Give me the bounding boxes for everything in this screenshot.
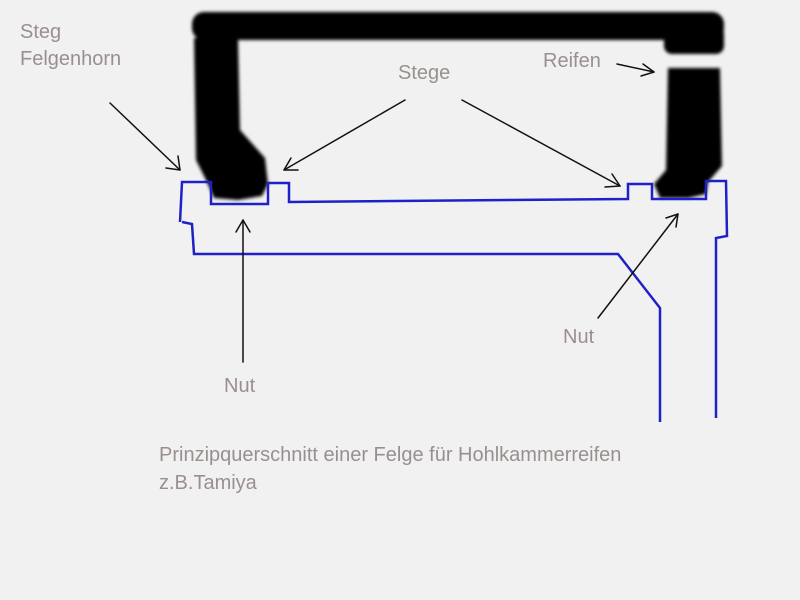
tire-left-wall [194, 38, 268, 200]
label-nut-right: Nut [563, 326, 595, 348]
arrow-stege-left [283, 99, 406, 171]
label-nut-left: Nut [224, 375, 256, 397]
caption-line-2: z.B.Tamiya [159, 472, 257, 494]
rim-upper-profile [178, 179, 729, 418]
label-stege: Stege [398, 62, 451, 84]
arrow-reifen [616, 63, 655, 77]
rim-lower-profile [181, 220, 662, 422]
arrow-felgenhorn [109, 102, 181, 171]
rim-outline [178, 179, 729, 422]
arrow-stege-right [461, 99, 621, 188]
tire-drawing [192, 12, 724, 200]
label-steg: Steg [20, 21, 62, 43]
tire-right-top-blob [664, 26, 724, 54]
arrows [109, 63, 679, 363]
caption-line-1: Prinzipquerschnitt einer Felge für Hohlk… [159, 444, 622, 466]
label-reifen: Reifen [543, 50, 601, 72]
arrow-nut-right [597, 213, 679, 319]
tire-top-bar [192, 12, 724, 40]
arrow-nut-left [235, 219, 251, 363]
tire-right-wall [654, 68, 722, 198]
label-felgenhorn: Felgenhorn [20, 48, 122, 70]
